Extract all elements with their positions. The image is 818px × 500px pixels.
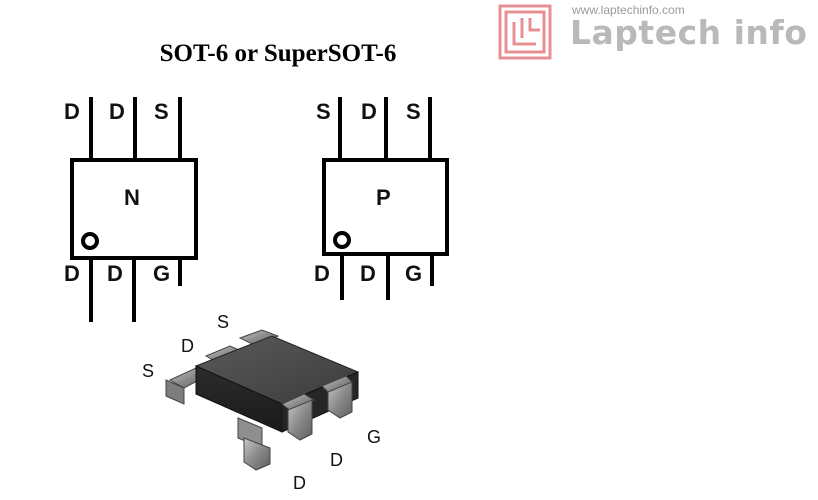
n-channel-label: N (124, 185, 140, 210)
n-bottom-pin-2-label: D (107, 261, 123, 286)
package-front-pin-2 (281, 393, 316, 441)
p-top-pin-2-label: D (361, 99, 377, 124)
n-bottom-pin-3-label: G (153, 261, 171, 286)
package-front-pin-1 (237, 417, 271, 471)
n-top-pin-1-label: D (64, 99, 80, 124)
n-channel-symbol (70, 97, 198, 322)
diagram-title: SOT-6 or SuperSOT-6 (159, 40, 397, 67)
n-pin1-marker (81, 232, 99, 250)
p-channel-symbol (322, 97, 449, 300)
package-bottom-pin-2-label: D (330, 450, 343, 470)
p-top-pin-1-label: S (316, 99, 331, 124)
p-pin1-marker (333, 231, 351, 249)
p-top-pin-3-label: S (406, 99, 421, 124)
package-3d-render (165, 329, 360, 471)
p-bottom-pin-2-label: D (360, 261, 376, 286)
package-back-pin-3 (238, 329, 280, 347)
watermark-brand: Laptech info (570, 13, 808, 52)
package-top-pin-2-label: D (181, 336, 194, 356)
n-bottom-pin-1-label: D (64, 261, 80, 286)
n-top-pin-3-label: S (154, 99, 169, 124)
n-top-pin-2-label: D (109, 99, 125, 124)
p-bottom-pin-3-label: G (405, 261, 423, 286)
package-top-pin-1-label: S (142, 361, 155, 381)
package-front-pin-3 (321, 375, 353, 419)
package-top-pin-3-label: S (217, 312, 230, 332)
p-channel-label: P (376, 185, 391, 210)
p-bottom-pin-1-label: D (314, 261, 330, 286)
package-back-pin-1-side (165, 379, 185, 405)
laptech-logo-icon (498, 4, 552, 60)
watermark-url: www.laptechinfo.com (572, 3, 685, 17)
package-bottom-pin-1-label: D (293, 473, 306, 493)
p-package-body (322, 158, 449, 256)
package-bottom-pin-3-label: G (367, 427, 382, 447)
